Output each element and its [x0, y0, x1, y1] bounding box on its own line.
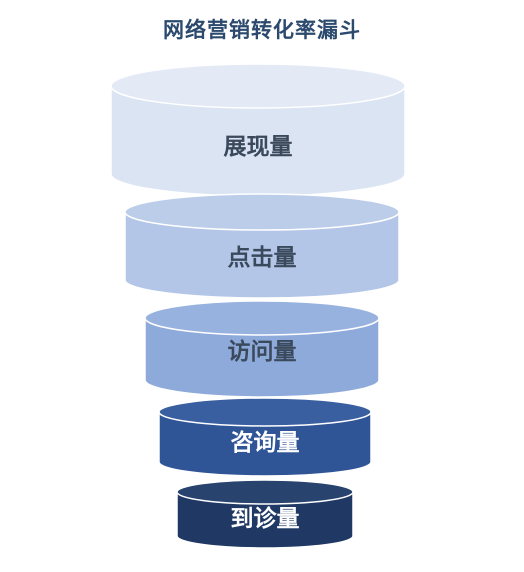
diagram-title: 网络营销转化率漏斗: [163, 18, 361, 42]
funnel-stage: 到诊量: [176, 479, 354, 549]
stage-label: 到诊量: [231, 505, 300, 532]
cylinder-top: [158, 397, 372, 427]
cylinder-top: [124, 193, 400, 231]
stage-label: 访问量: [228, 339, 297, 365]
funnel-stage: 访问量: [144, 300, 380, 398]
cylinder-body: [144, 317, 380, 398]
cylinder-top: [110, 63, 406, 109]
cylinder-body: [124, 211, 400, 299]
funnel-stage: 咨询量: [158, 397, 372, 477]
funnel-stage: 点击量: [124, 193, 400, 299]
cylinder-top: [144, 300, 380, 336]
funnel-stage: 展现量: [110, 63, 406, 197]
cylinder-body: [176, 491, 354, 549]
stage-label: 点击量: [228, 245, 297, 271]
stage-label: 咨询量: [231, 429, 300, 456]
stage-label: 展现量: [224, 134, 293, 160]
cylinder-top: [176, 479, 354, 505]
cylinder-body: [158, 411, 372, 477]
